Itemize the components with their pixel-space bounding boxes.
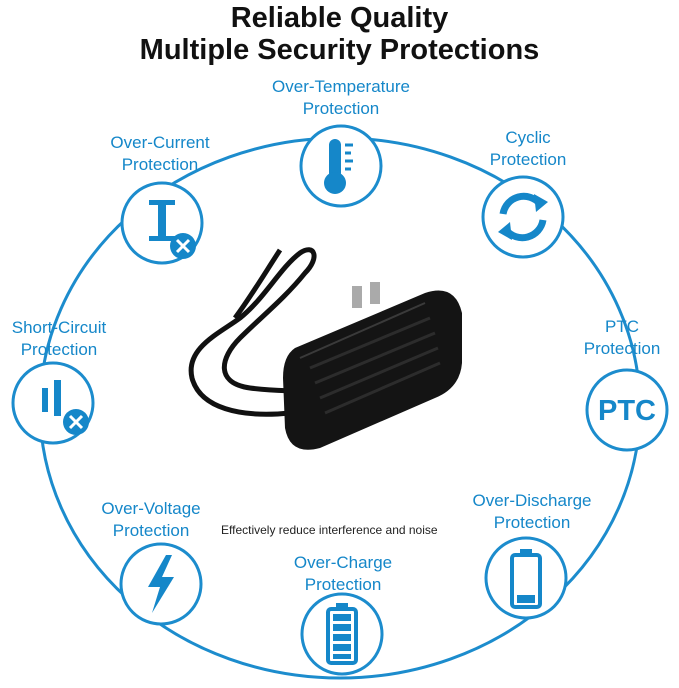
power-adapter-image	[188, 247, 462, 450]
lightning-icon	[119, 542, 203, 626]
tagline: Effectively reduce interference and nois…	[221, 523, 438, 537]
current-x-icon	[120, 181, 204, 265]
ptc-badge-text: PTC	[598, 395, 656, 427]
headline-line-1: Reliable Quality	[230, 2, 449, 34]
cycle-arrows-icon	[481, 175, 565, 259]
headline-line-2: Multiple Security Protections	[139, 34, 540, 66]
full-battery-icon	[300, 592, 384, 676]
thermometer-icon	[299, 124, 383, 208]
ptc-icon: PTC	[585, 368, 669, 452]
low-battery-icon	[484, 536, 568, 620]
short-circuit-icon	[11, 361, 95, 445]
